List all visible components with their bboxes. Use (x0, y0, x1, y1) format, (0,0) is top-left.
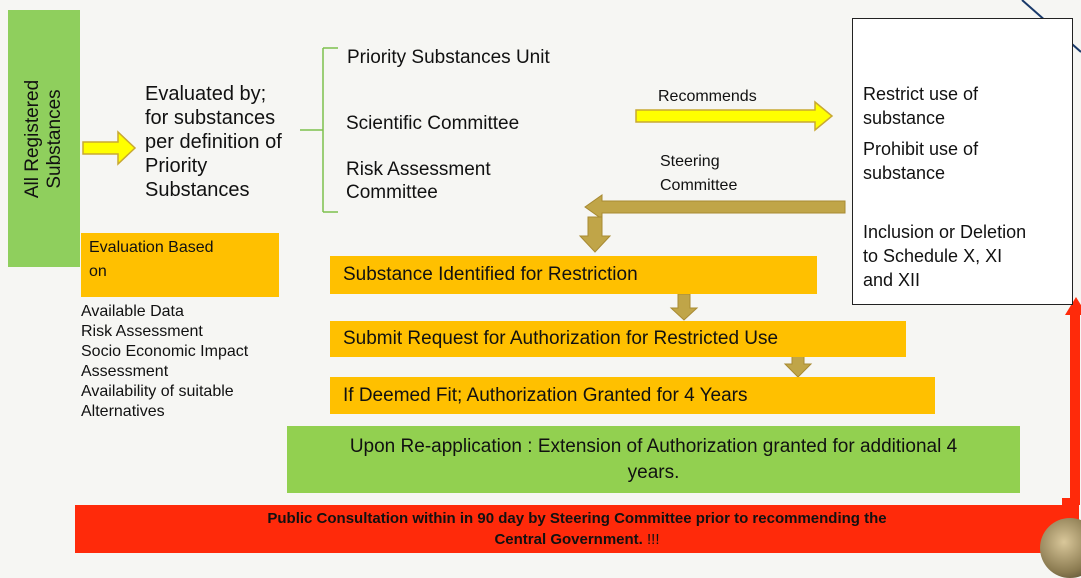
committee-bracket (300, 47, 338, 213)
connector-layer (82, 0, 1081, 512)
extension-box: Upon Re-application : Extension of Autho… (287, 426, 1020, 493)
committee-scientific: Scientific Committee (346, 113, 520, 134)
outcome-restrict: Restrict use of substance (863, 84, 979, 128)
down-arrow-1 (578, 216, 612, 253)
step-submit-request: Submit Request for Authorization for Res… (330, 321, 906, 357)
public-consultation-line2: Central Government. (494, 531, 643, 548)
evaluation-basis-box: Evaluation Based on (81, 233, 279, 297)
extension-text: Upon Re-application : Extension of Autho… (349, 435, 958, 483)
public-consultation-bar: Public Consultation within in 90 day by … (75, 505, 1079, 553)
recommends-label: Recommends (658, 88, 757, 105)
outcome-prohibit: Prohibit use of substance (863, 139, 979, 183)
public-consultation-suffix: !!! (647, 531, 660, 548)
recommends-arrow (635, 100, 834, 132)
yellow-arrow-evaluated (82, 130, 137, 166)
public-consultation-line2-wrap: Central Government. !!! (75, 529, 1079, 550)
evaluated-by-text: Evaluated by; for substances per definit… (145, 83, 282, 201)
outcomes-box (852, 18, 1073, 305)
down-arrow-2 (669, 293, 699, 321)
outcome-schedule: Inclusion or Deletion to Schedule X, XI … (863, 222, 1027, 290)
step-identified: Substance Identified for Restriction (330, 256, 817, 294)
evaluation-criteria-list: Available Data Risk Assessment Socio Eco… (81, 303, 249, 420)
public-consultation-line1: Public Consultation within in 90 day by … (267, 510, 887, 527)
committee-priority-unit: Priority Substances Unit (347, 47, 550, 68)
step-authorization-granted: If Deemed Fit; Authorization Granted for… (330, 377, 935, 414)
steering-committee-label: Steering Committee (660, 153, 738, 194)
committee-risk-assessment: Risk Assessment Committee (346, 159, 491, 203)
steering-arrow (584, 194, 846, 220)
registered-substances-box (8, 10, 80, 267)
red-feedback-arrow (1062, 297, 1081, 512)
